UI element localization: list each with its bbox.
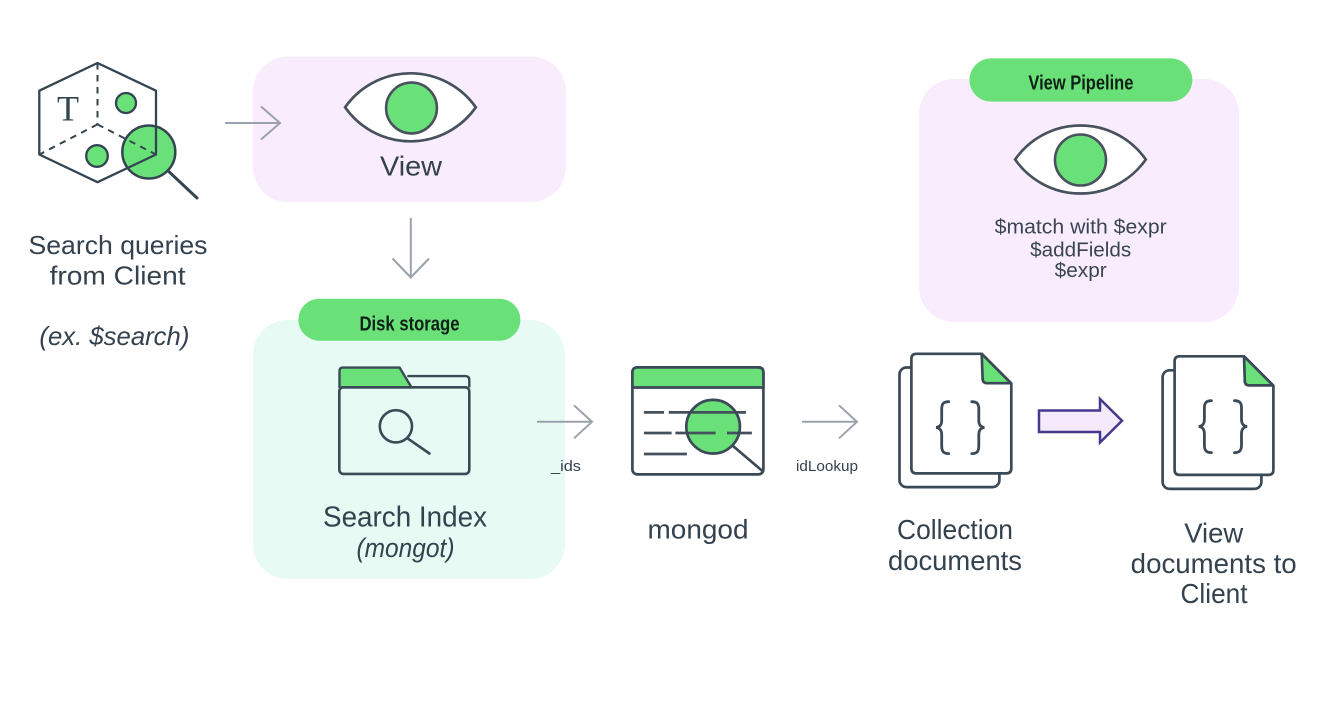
svg-text:View: View <box>380 151 443 182</box>
svg-text:documents: documents <box>888 545 1022 576</box>
svg-text:Client: Client <box>1181 578 1248 609</box>
svg-text:Search queries: Search queries <box>29 230 208 260</box>
svg-text:T: T <box>57 89 79 129</box>
svg-text:idLookup: idLookup <box>796 458 858 475</box>
svg-text:View Pipeline: View Pipeline <box>1028 73 1133 95</box>
svg-text:from Client: from Client <box>50 261 187 291</box>
svg-text:_ids: _ids <box>550 458 581 475</box>
svg-text:(ex. $search): (ex. $search) <box>39 321 189 351</box>
svg-text:$match with $expr: $match with $expr <box>995 216 1167 238</box>
svg-text:mongod: mongod <box>648 514 749 544</box>
svg-text:Disk storage: Disk storage <box>360 314 460 336</box>
svg-text:$addFields: $addFields <box>1030 240 1131 262</box>
svg-text:documents to: documents to <box>1131 548 1297 579</box>
svg-text:Collection: Collection <box>897 514 1013 545</box>
svg-text:Search Index: Search Index <box>323 502 487 534</box>
svg-text:(mongot): (mongot) <box>357 533 455 563</box>
svg-text:$expr: $expr <box>1055 260 1107 282</box>
svg-text:View: View <box>1184 518 1243 549</box>
